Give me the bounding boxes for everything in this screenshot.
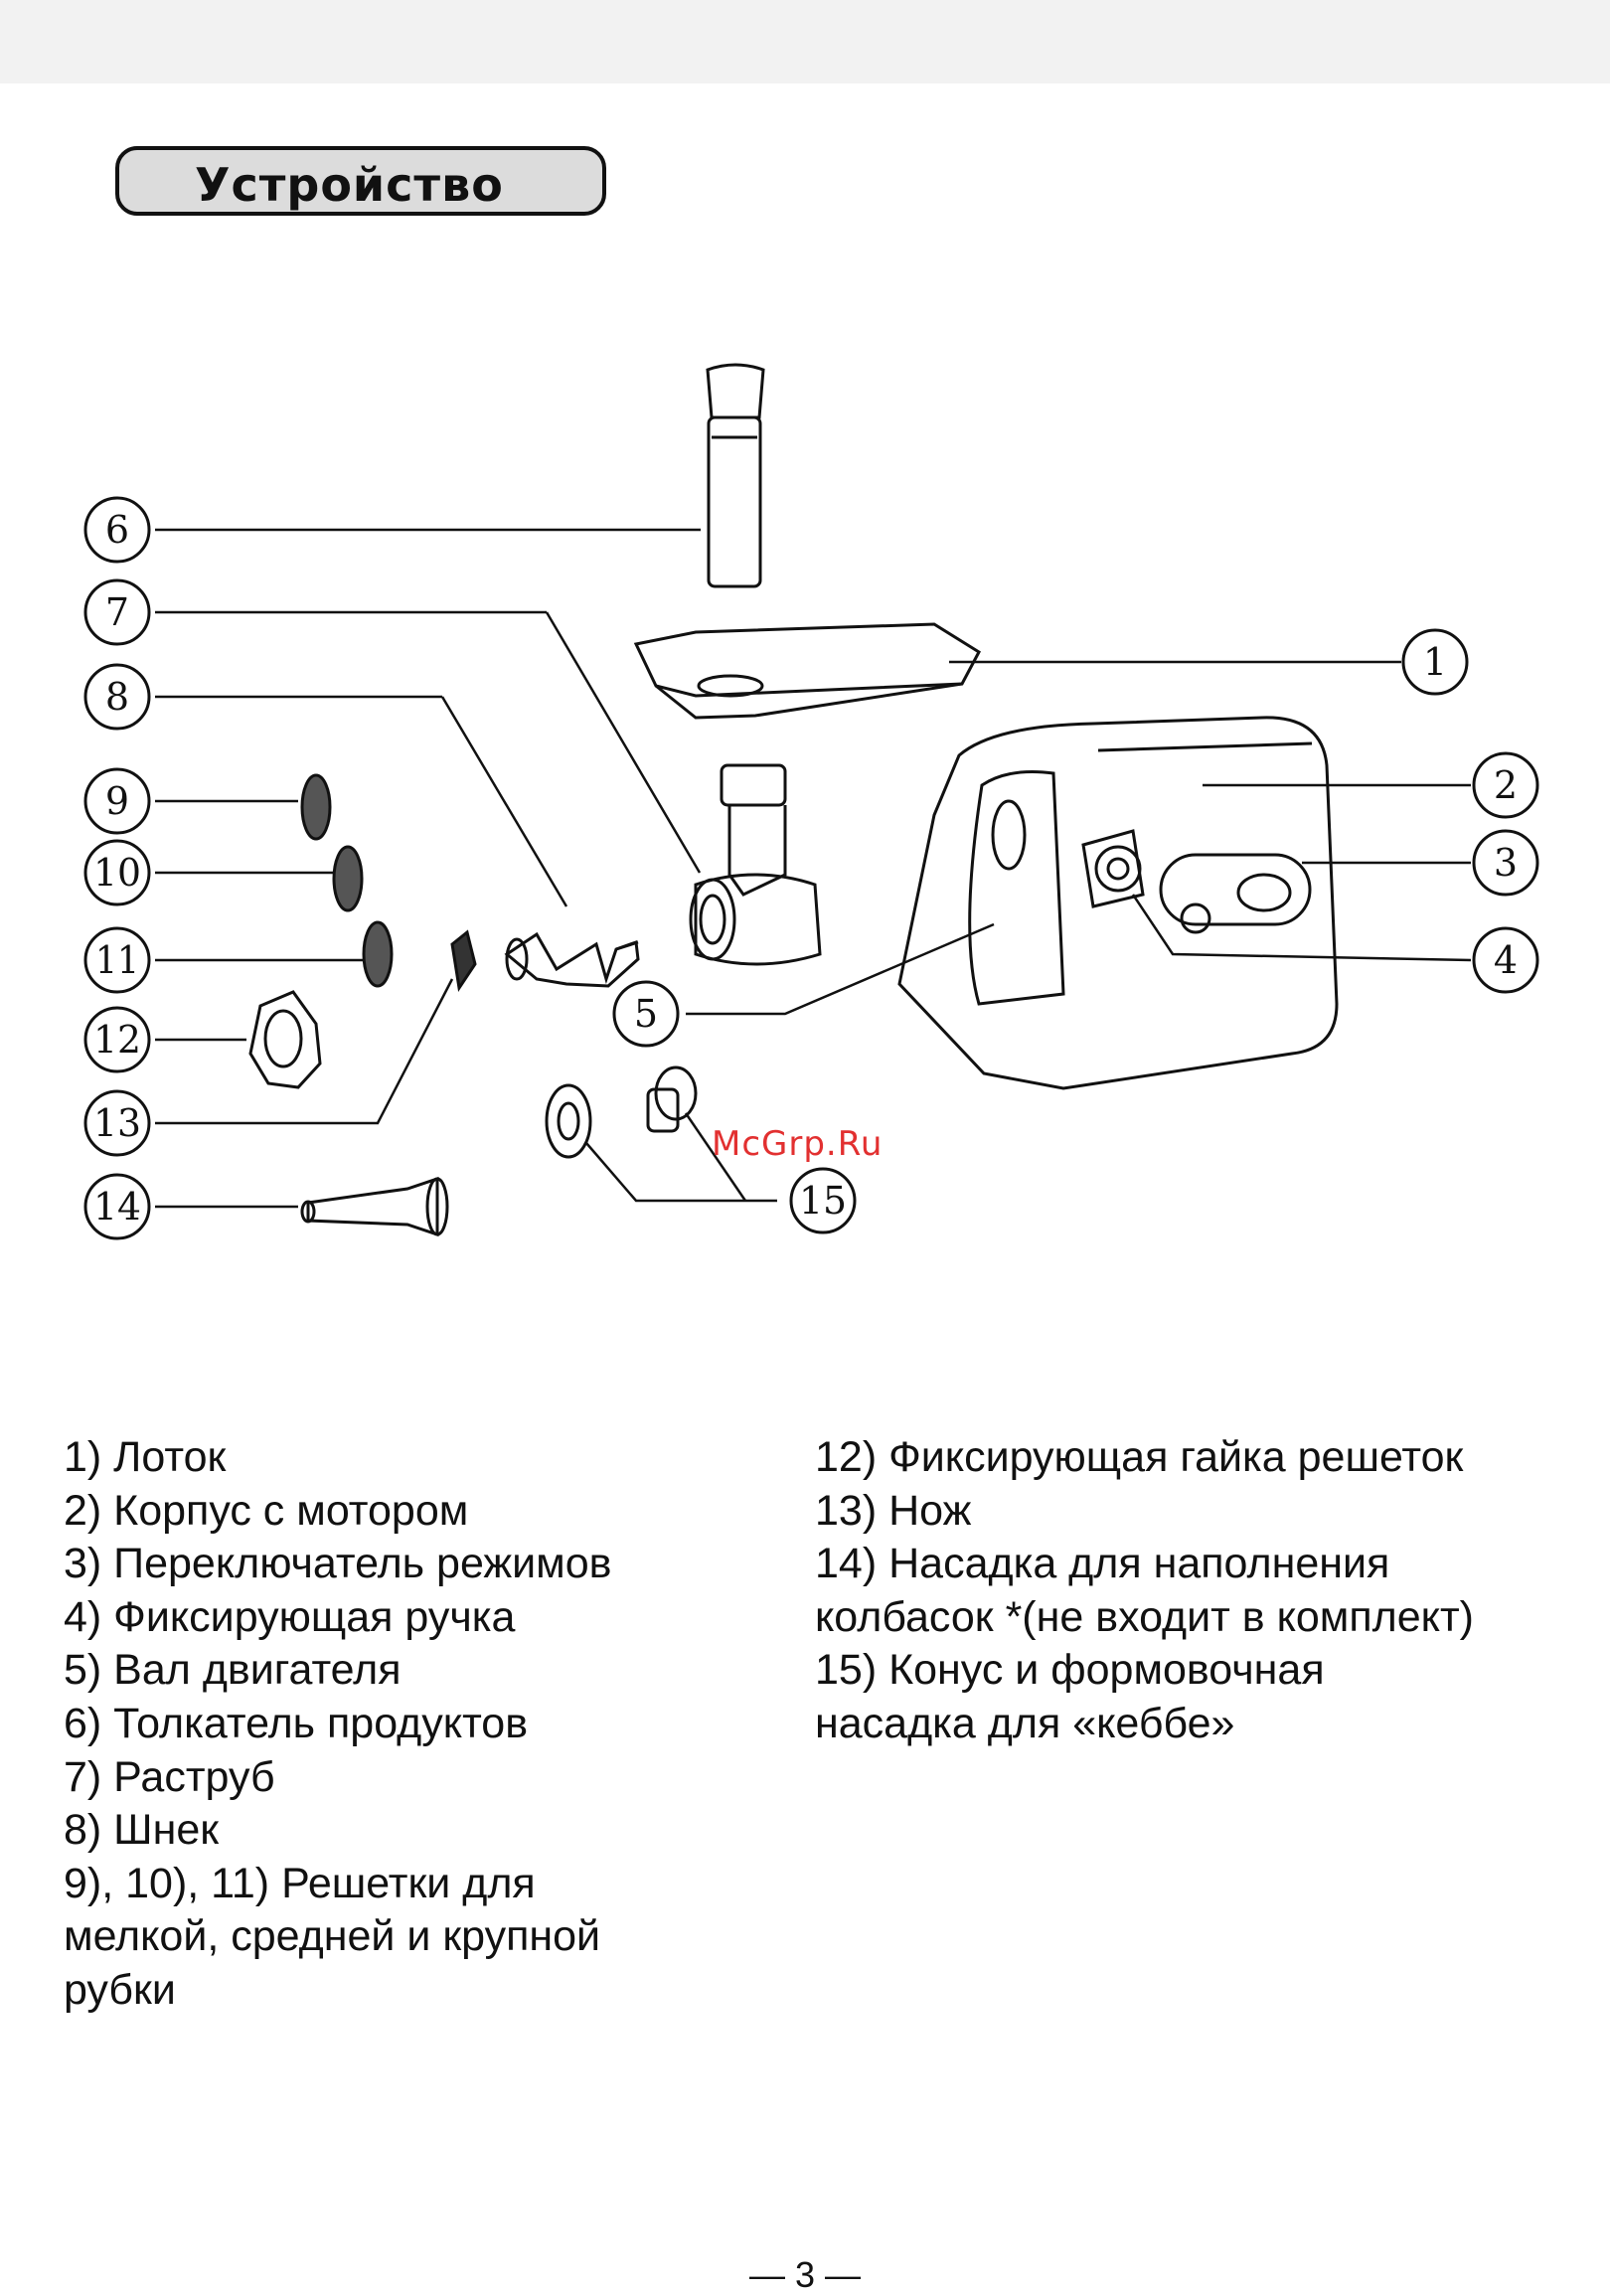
callout-2: 2 <box>1494 763 1518 807</box>
plate-fine <box>300 773 332 841</box>
callout-3: 3 <box>1494 841 1518 885</box>
pusher-part <box>706 363 765 588</box>
kebbe-attachment-part <box>545 1066 698 1159</box>
legend-item: 14) Насадка для наполнения <box>815 1540 1390 1588</box>
callout-10: 10 <box>93 851 141 895</box>
parts-legend-left: 1) Лоток 2) Корпус с мотором 3) Переключ… <box>64 1431 739 2018</box>
legend-item: 9), 10), 11) Решетки для <box>64 1859 536 1907</box>
legend-item: насадка для «кеббе» <box>815 1699 1235 1747</box>
motor-body-part <box>897 716 1339 1090</box>
auger-part <box>504 931 640 988</box>
callout-13: 13 <box>93 1101 141 1145</box>
legend-item: 3) Переключатель режимов <box>64 1540 612 1588</box>
legend-item: 12) Фиксирующая гайка решеток <box>815 1433 1464 1481</box>
legend-item: 8) Шнек <box>64 1806 220 1855</box>
callout-14: 14 <box>93 1185 141 1229</box>
callout-1: 1 <box>1423 640 1447 684</box>
page-number: — 3 — <box>748 2254 862 2295</box>
callout-12: 12 <box>93 1018 141 1062</box>
watermark: McGrp.Ru <box>712 1124 884 1164</box>
callout-11: 11 <box>95 938 139 982</box>
legend-item: 13) Нож <box>815 1486 972 1535</box>
callout-4: 4 <box>1494 938 1518 982</box>
sausage-nozzle-part <box>300 1176 449 1237</box>
callout-9: 9 <box>105 779 129 823</box>
plate-coarse <box>362 920 394 988</box>
parts-legend-right: 12) Фиксирующая гайка решеток 13) Нож 14… <box>815 1431 1590 1751</box>
section-title-box: Устройство <box>115 146 606 216</box>
locking-ring-part <box>248 990 322 1089</box>
top-band <box>0 0 1610 83</box>
tray-part <box>633 622 981 720</box>
meat-grinder-diagram: 1 2 3 4 5 6 7 8 9 10 11 12 13 14 15 <box>83 363 1539 1240</box>
callout-5: 5 <box>634 992 658 1036</box>
legend-item: 6) Толкатель продуктов <box>64 1699 529 1747</box>
legend-item: 1) Лоток <box>64 1433 227 1481</box>
legend-item: 15) Конус и формовочная <box>815 1646 1325 1695</box>
legend-item: мелкой, средней и крупной <box>64 1912 601 1961</box>
legend-item: 4) Фиксирующая ручка <box>64 1592 516 1641</box>
callout-15: 15 <box>799 1179 847 1223</box>
legend-item: 2) Корпус с мотором <box>64 1486 469 1535</box>
section-title: Устройство <box>195 158 504 212</box>
legend-item: рубки <box>64 1965 176 2014</box>
legend-item: 7) Раструб <box>64 1752 275 1801</box>
head-part <box>689 763 822 966</box>
legend-item: 5) Вал двигателя <box>64 1646 402 1695</box>
callout-6: 6 <box>105 508 129 552</box>
locking-knob-part <box>1081 829 1145 908</box>
plate-medium <box>332 845 364 912</box>
callout-7: 7 <box>105 590 129 634</box>
callout-8: 8 <box>105 675 129 719</box>
blade-part <box>450 929 477 993</box>
legend-item: колбасок *(не входит в комплект) <box>815 1592 1474 1641</box>
